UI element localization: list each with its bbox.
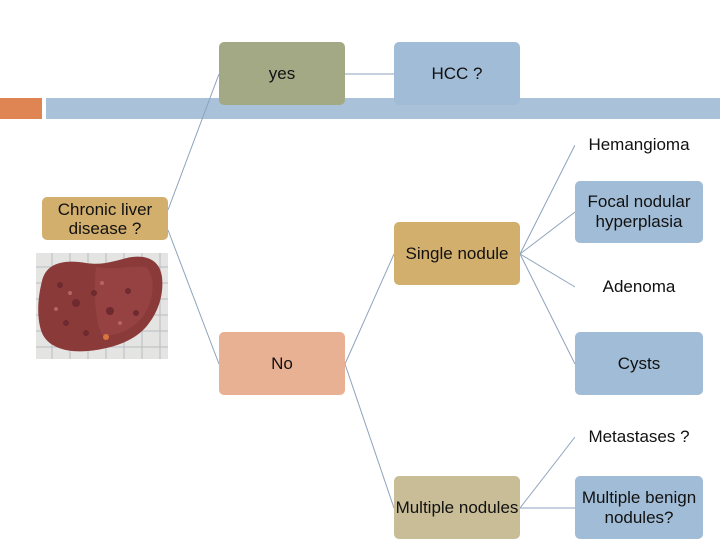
connector-single-to-cysts [519,253,576,365]
single-nodule-node: Single nodule [394,222,520,285]
hcc-label: HCC ? [431,63,483,83]
connector-chronic-to-no [167,229,220,365]
metastases-label: Metastases ? [588,427,690,446]
connector-chronic-to-yes [167,73,220,211]
multiple-nodules-label: Multiple nodules [395,497,519,517]
connector-no-to-multiple [344,363,395,509]
yes-label: yes [268,63,296,83]
adenoma-node: Adenoma [575,270,703,304]
connector-no-to-single [344,253,395,365]
accent-bar-blue [46,98,720,119]
no-label: No [271,353,293,373]
cysts-label: Cysts [617,353,661,373]
multiple-benign-nodules-label: Multiple benign nodules? [581,487,697,527]
multiple-nodules-node: Multiple nodules [394,476,520,539]
hemangioma-label: Hemangioma [588,135,690,154]
chronic-liver-disease-label: Chronic liver disease ? [57,199,153,238]
connector-single-to-adenoma [519,253,576,288]
metastases-node: Metastases ? [575,420,703,454]
connector-single-to-fnh [519,211,576,255]
focal-nodular-hyperplasia-node: Focal nodular hyperplasia [575,181,703,243]
connector-multiple-to-metastases [519,436,576,509]
accent-bar-orange [0,98,42,119]
cysts-node: Cysts [575,332,703,395]
no-node: No [219,332,345,395]
focal-nodular-hyperplasia-label: Focal nodular hyperplasia [587,192,691,231]
hcc-node: HCC ? [394,42,520,105]
liver-photo [36,253,168,359]
hemangioma-node: Hemangioma [575,128,703,162]
adenoma-label: Adenoma [602,277,676,296]
connector-single-to-hemangioma [519,144,576,255]
multiple-benign-nodules-node: Multiple benign nodules? [575,476,703,539]
liver-specimen-image [36,253,168,359]
yes-node: yes [219,42,345,105]
single-nodule-label: Single nodule [405,244,509,263]
chronic-liver-disease-node: Chronic liver disease ? [42,197,168,240]
